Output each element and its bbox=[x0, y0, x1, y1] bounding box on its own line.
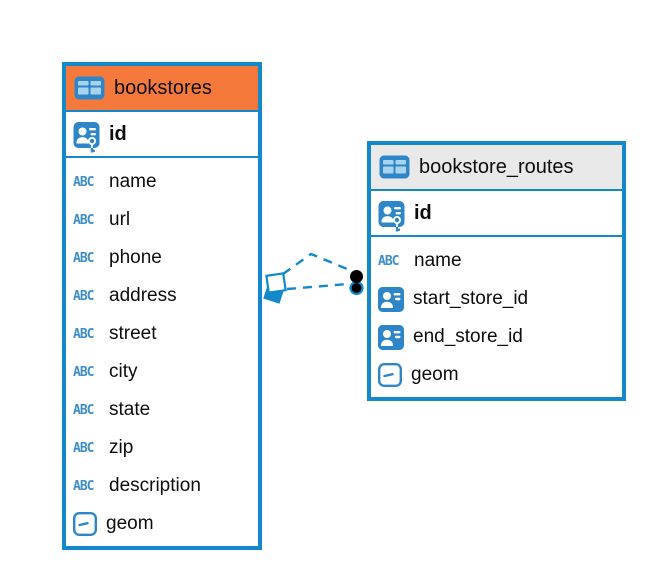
field-label: city bbox=[109, 361, 138, 382]
primary-key-row[interactable]: id bbox=[66, 112, 258, 156]
table-icon bbox=[379, 155, 410, 179]
text-icon: ABC bbox=[73, 478, 94, 494]
field-row[interactable]: ABC url bbox=[66, 201, 258, 239]
field-label: name bbox=[109, 171, 157, 192]
field-row[interactable]: ABC street bbox=[66, 315, 258, 353]
field-row[interactable]: geom bbox=[66, 505, 258, 543]
field-row[interactable]: start_store_id bbox=[371, 280, 622, 318]
field-row[interactable]: ABC zip bbox=[66, 429, 258, 467]
text-icon: ABC bbox=[73, 326, 94, 342]
divider bbox=[371, 189, 622, 191]
field-label: name bbox=[414, 250, 462, 271]
field-row[interactable]: ABC name bbox=[66, 163, 258, 201]
relationship-square-marker[interactable] bbox=[263, 272, 287, 304]
field-row[interactable]: end_store_id bbox=[371, 318, 622, 356]
table-header-bookstore-routes[interactable]: bookstore_routes bbox=[371, 145, 622, 189]
text-icon: ABC bbox=[73, 174, 94, 190]
field-row[interactable]: ABC state bbox=[66, 391, 258, 429]
divider bbox=[371, 235, 622, 237]
text-icon: ABC bbox=[73, 212, 94, 228]
geometry-icon bbox=[378, 363, 403, 388]
primary-key-row[interactable]: id bbox=[371, 191, 622, 235]
table-header-bookstores[interactable]: bookstores bbox=[66, 66, 258, 110]
field-label: address bbox=[109, 285, 177, 306]
text-icon: ABC bbox=[73, 440, 94, 456]
text-icon: ABC bbox=[73, 402, 94, 418]
primary-key-icon bbox=[73, 122, 100, 153]
field-label: zip bbox=[109, 437, 134, 458]
field-row[interactable]: geom bbox=[371, 356, 622, 394]
reference-icon bbox=[378, 286, 404, 312]
text-icon: ABC bbox=[378, 253, 399, 269]
text-icon: ABC bbox=[73, 364, 94, 380]
field-label: url bbox=[109, 209, 131, 230]
field-label: start_store_id bbox=[413, 288, 529, 309]
field-label: geom bbox=[106, 513, 154, 534]
field-label: street bbox=[109, 323, 157, 344]
field-label: id bbox=[414, 201, 432, 224]
divider bbox=[66, 156, 258, 158]
table-bookstore-routes[interactable]: bookstore_routes id ABC name start_store_i… bbox=[367, 141, 626, 401]
table-icon bbox=[74, 76, 105, 100]
relationship-lines[interactable] bbox=[282, 252, 353, 291]
text-icon: ABC bbox=[73, 250, 94, 266]
text-icon: ABC bbox=[73, 288, 94, 304]
primary-key-icon bbox=[378, 201, 405, 232]
field-row[interactable]: ABC description bbox=[66, 467, 258, 505]
field-label: description bbox=[109, 475, 201, 496]
reference-icon bbox=[378, 324, 404, 350]
geometry-icon bbox=[73, 512, 98, 537]
table-title: bookstore_routes bbox=[419, 155, 574, 178]
divider bbox=[66, 110, 258, 112]
relationship-line-lower[interactable] bbox=[286, 282, 349, 291]
field-row[interactable]: ABC city bbox=[66, 353, 258, 391]
field-label: state bbox=[109, 399, 151, 420]
field-row[interactable]: ABC phone bbox=[66, 239, 258, 277]
field-row[interactable]: ABC name bbox=[371, 242, 622, 280]
relationship-line-upper[interactable] bbox=[282, 252, 353, 275]
table-title: bookstores bbox=[114, 76, 212, 99]
relationship-dot-marker[interactable] bbox=[349, 270, 364, 296]
field-label: geom bbox=[411, 364, 459, 385]
field-label: phone bbox=[109, 247, 162, 268]
field-row[interactable]: ABC address bbox=[66, 277, 258, 315]
field-label: id bbox=[109, 122, 127, 145]
field-label: end_store_id bbox=[413, 326, 523, 347]
